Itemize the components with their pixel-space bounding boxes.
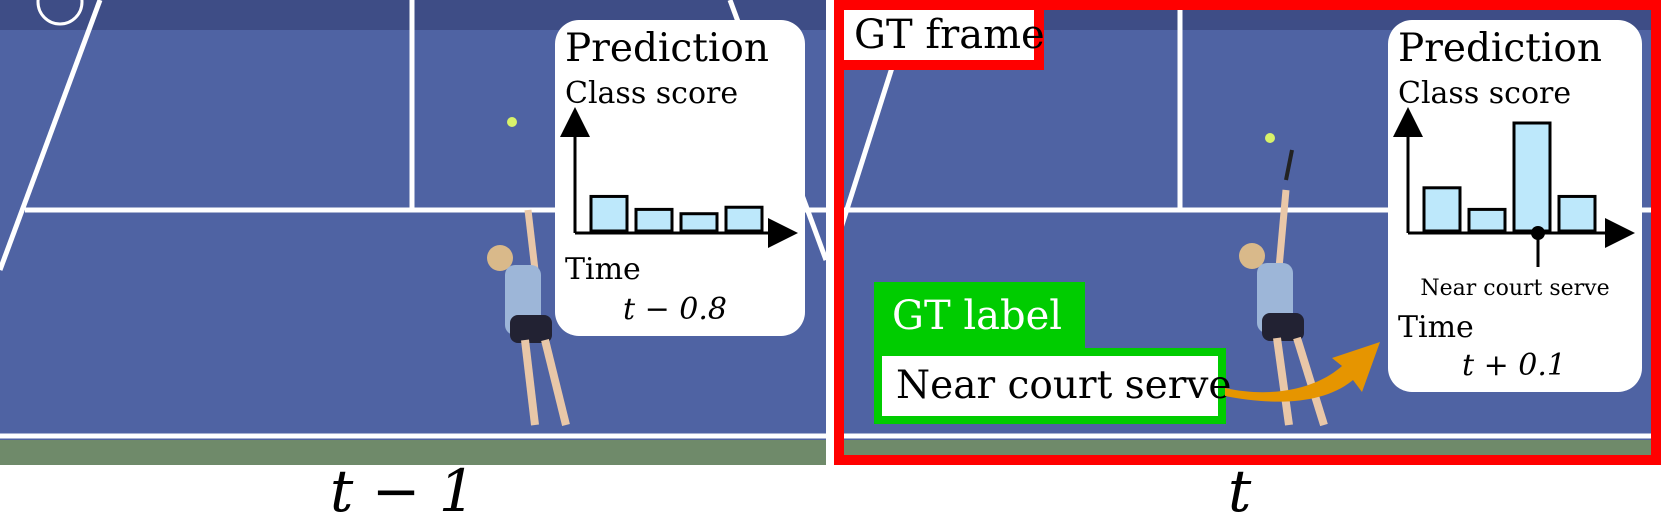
score-bar xyxy=(589,194,629,233)
score-bar xyxy=(1422,186,1462,233)
player-figure xyxy=(487,209,570,426)
time-offset-label: t − 0.8 xyxy=(623,292,727,327)
x-axis-label: Time xyxy=(565,252,641,287)
x-axis-label: Time xyxy=(1398,310,1474,345)
score-bar xyxy=(1557,194,1597,233)
score-bar xyxy=(724,205,764,233)
prediction-panel-previous: Prediction Class score Time t − 0.8 xyxy=(555,20,805,336)
class-score-plot xyxy=(1393,107,1635,267)
gt-point-label: Near court serve xyxy=(1420,276,1610,301)
prediction-panel-current: Prediction Class score Near court serve … xyxy=(1388,20,1642,392)
y-axis-label: Class score xyxy=(1398,76,1572,111)
panel-title: Prediction xyxy=(565,26,769,71)
gt-time-point xyxy=(1531,226,1545,240)
player-figure xyxy=(1239,149,1328,427)
class-score-plot xyxy=(560,107,798,248)
y-axis-label: Class score xyxy=(565,76,739,111)
curved-arrow-icon xyxy=(1225,342,1380,402)
score-bar xyxy=(679,212,719,233)
score-bar xyxy=(1512,121,1552,233)
gt-label-value: Near court serve xyxy=(874,348,1232,424)
time-offset-label: t + 0.1 xyxy=(1462,348,1566,383)
score-bar xyxy=(1467,207,1507,233)
panel-title: Prediction xyxy=(1398,26,1602,71)
frame-caption-previous: t − 1 xyxy=(330,457,476,525)
gt-frame-label: GT frame xyxy=(844,10,1045,70)
gt-label-heading: GT label xyxy=(874,282,1085,350)
score-bar xyxy=(634,207,674,233)
frame-caption-current: t xyxy=(1228,457,1252,525)
